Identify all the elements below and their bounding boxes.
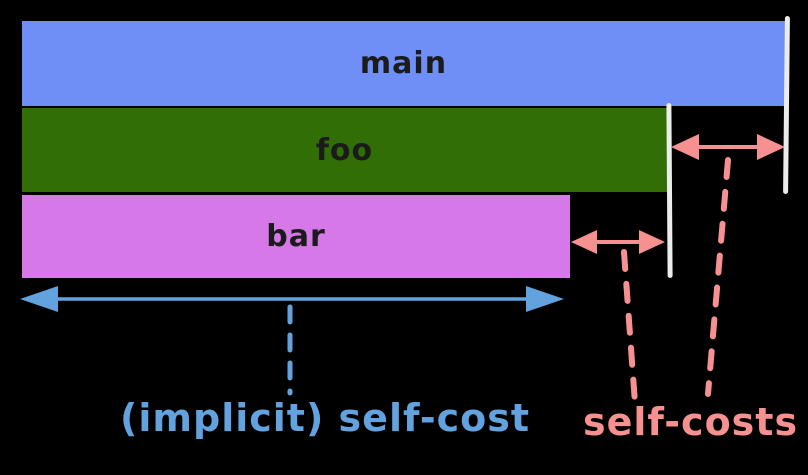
self-costs-caption: self-costs: [583, 400, 799, 444]
frame-main: main: [22, 21, 785, 106]
frame-foo-label: foo: [315, 132, 374, 168]
frame-main-label: main: [359, 46, 448, 81]
leader-main-self-cost: [705, 157, 731, 397]
leader-foo-self-cost: [621, 249, 638, 406]
self-cost-arrow-main-icon: [671, 134, 785, 160]
implicit-self-cost-arrow-bar-icon: [20, 286, 564, 312]
frame-bar: bar: [22, 195, 570, 278]
implicit-self-cost-caption: (implicit) self-cost: [120, 396, 531, 440]
frame-foo: foo: [22, 108, 667, 192]
self-cost-arrow-foo-icon: [571, 230, 665, 254]
frame-bar-label: bar: [266, 219, 326, 254]
main-end-marker-line: [783, 15, 790, 195]
leader-bar-implicit-self-cost: [287, 304, 293, 396]
